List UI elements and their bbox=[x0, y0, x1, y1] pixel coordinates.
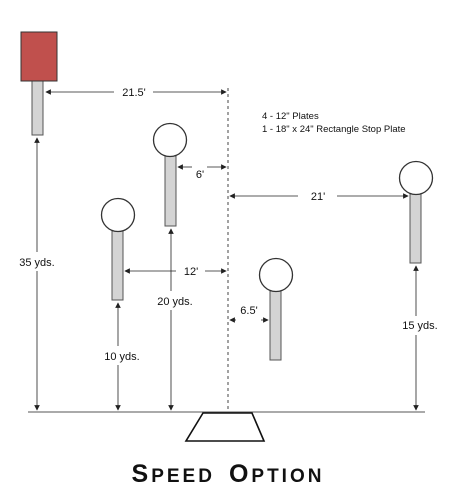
plate-c-lateral-label: 6.5' bbox=[240, 305, 257, 317]
stop-plate-target bbox=[20, 31, 58, 136]
stop-plate-distance-label: 35 yds. bbox=[19, 257, 54, 269]
plate-b-target bbox=[100, 197, 136, 301]
plate-a-target bbox=[152, 122, 188, 227]
notes-line-1: 4 - 12" Plates bbox=[262, 111, 319, 122]
title-initial-2: O bbox=[229, 460, 251, 488]
stop-plate-lateral-label: 21.5' bbox=[122, 87, 146, 99]
plate-a-face bbox=[152, 122, 188, 158]
shooting-box bbox=[184, 412, 266, 442]
distance-dimensions bbox=[34, 137, 419, 411]
plate-b-lateral-label: 12' bbox=[184, 266, 198, 278]
plate-a-stand bbox=[164, 155, 177, 227]
title-initial-1: S bbox=[132, 460, 152, 488]
title-rest-1: PEED bbox=[151, 466, 215, 487]
plate-b-stand bbox=[111, 230, 124, 301]
plate-c-face bbox=[258, 257, 294, 293]
title-rest-2: PTION bbox=[251, 466, 324, 487]
plate-d-lateral-label: 21' bbox=[311, 191, 325, 203]
plate-d-stand bbox=[409, 193, 422, 264]
plate-d-target bbox=[398, 160, 434, 264]
diagram-title: SPEED OPTION bbox=[132, 460, 325, 488]
stop-plate bbox=[20, 31, 58, 82]
notes-line-2: 1 - 18" x 24" Rectangle Stop Plate bbox=[262, 124, 406, 135]
plate-d-face bbox=[398, 160, 434, 196]
plate-d-distance-label: 15 yds. bbox=[402, 320, 437, 332]
plate-b-face bbox=[100, 197, 136, 233]
plate-c-target bbox=[258, 257, 294, 361]
stop-plate-stand bbox=[31, 80, 44, 136]
plate-c-stand bbox=[269, 290, 282, 361]
plate-b-distance-label: 10 yds. bbox=[104, 351, 139, 363]
lateral-dimensions bbox=[45, 89, 409, 323]
plate-a-lateral-label: 6' bbox=[196, 169, 204, 181]
plate-a-distance-label: 20 yds. bbox=[157, 296, 192, 308]
